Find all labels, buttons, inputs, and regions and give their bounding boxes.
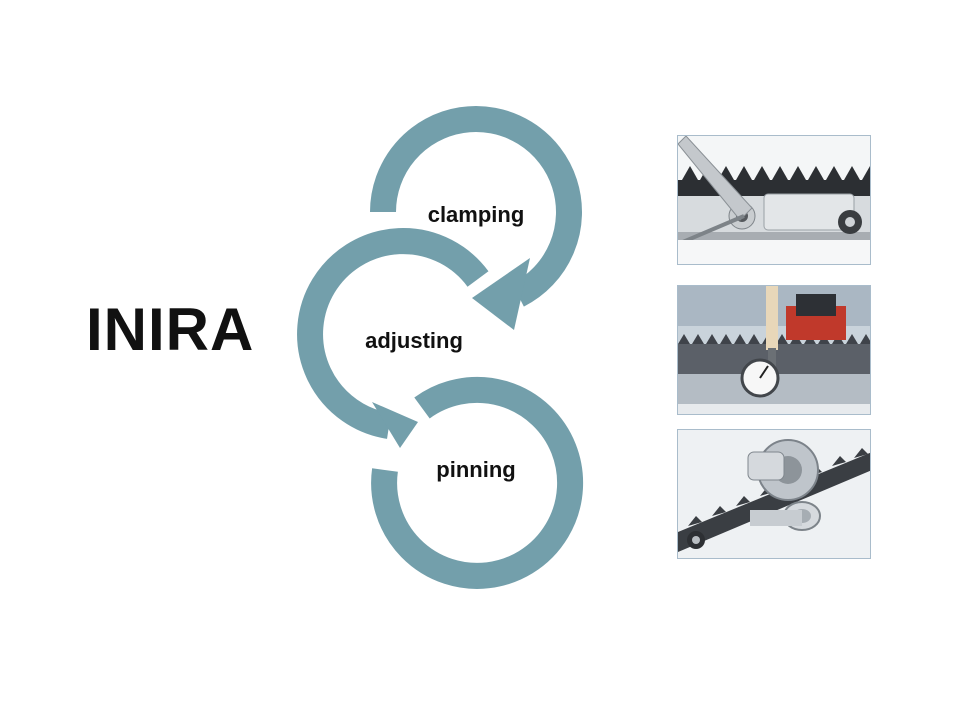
rack-pinning-gear-photo: [678, 430, 870, 558]
step-label-clamping: clamping: [428, 202, 525, 227]
cycle-arc-adjusting: [297, 228, 489, 448]
arrowhead-icon: [472, 258, 530, 330]
step-label-pinning: pinning: [436, 457, 515, 482]
cycle-arc-pinning: [371, 376, 584, 589]
arrowhead-icon: [372, 402, 418, 448]
photo-pinning: [677, 429, 871, 559]
photo-adjusting: [677, 285, 871, 415]
photo-clamping: [677, 135, 871, 265]
rack-clamping-tool-photo: [678, 136, 870, 264]
page-title: INIRA: [86, 296, 255, 363]
rack-adjusting-dial-gauge-photo: [678, 286, 870, 414]
step-label-adjusting: adjusting: [365, 328, 463, 353]
cycle-arc-clamping: [370, 106, 582, 330]
